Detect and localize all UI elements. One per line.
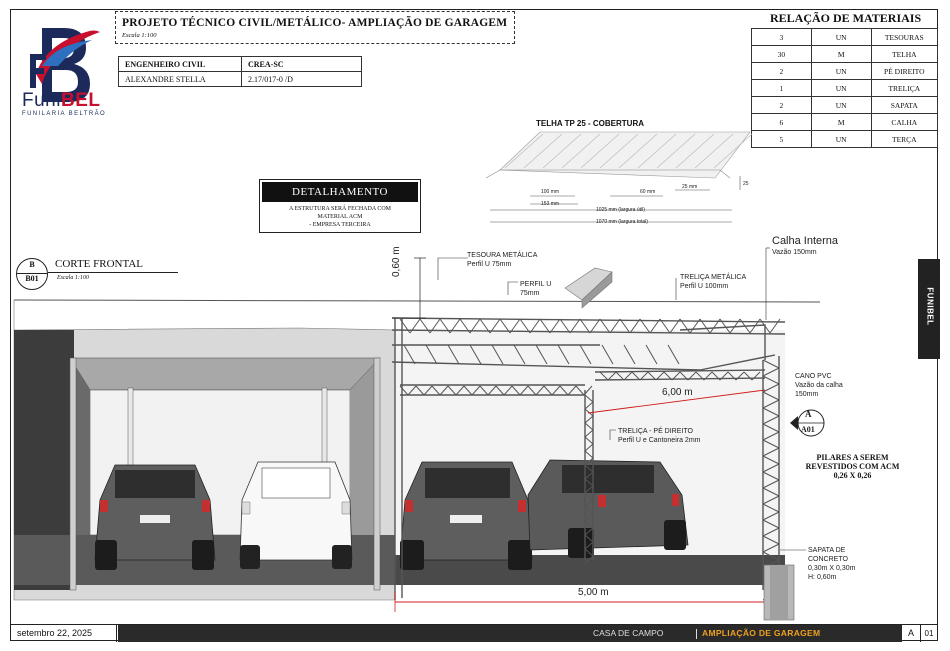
section-underline: [48, 272, 178, 273]
car-left: [94, 464, 216, 570]
pe-direito-label-2: Perfil U e Cantoneira 2mm: [618, 437, 701, 444]
title-scale: Escala 1:100: [122, 32, 157, 39]
footer-client: CASA DE CAMPO: [593, 628, 664, 638]
pe-direito-label-1: TRELIÇA - PÉ DIREITO: [618, 428, 693, 435]
materials-title: RELAÇÃO DE MATERIAIS: [770, 11, 922, 25]
car-middle: [399, 461, 533, 570]
trelica-label: TRELIÇA METÁLICA Perfil U 100mm: [680, 273, 746, 291]
section-divider: [17, 273, 47, 274]
tesoura-label-2: Perfil U 75mm: [467, 261, 512, 268]
cano-label-1: CANO PVC: [795, 373, 832, 380]
footer-separator: [696, 629, 697, 639]
perfil-u-illustration: [564, 267, 613, 309]
telha-dim-25: 25 mm: [682, 184, 698, 190]
sapata-label-2: CONCRETO: [808, 556, 848, 563]
title-block: PROJETO TÉCNICO CIVIL/METÁLICO- AMPLIAÇÃ…: [115, 11, 515, 44]
sapata-label-3: 0,30m X 0,30m: [808, 565, 856, 572]
leader-lines: [437, 247, 806, 551]
footer-dark-band: CASA DE CAMPO AMPLIAÇÃO DE GARAGEM: [118, 625, 902, 642]
pe-direito-label: TRELIÇA - PÉ DIREITO Perfil U e Cantonei…: [618, 427, 700, 445]
telha-dim-100: 100 mm: [541, 189, 560, 195]
telha-dim-25b: 25: [743, 181, 749, 187]
steel-truss: [391, 317, 786, 601]
calha-label: Calha Interna Vazão 150mm: [772, 235, 838, 257]
section-letter: B: [29, 260, 35, 269]
dim-height-label: 0,60 m: [391, 246, 402, 277]
project-title: PROJETO TÉCNICO CIVIL/METÁLICO- AMPLIAÇÃ…: [122, 17, 508, 29]
detail-text: A ESTRUTURA SERÁ FECHADA COM MATERIAL AC…: [264, 205, 416, 229]
sapata-label-1: SAPATA DE: [808, 547, 846, 554]
section-mark-a01: [790, 409, 825, 437]
side-tab: FUNIBEL: [918, 259, 940, 359]
pilares-line-3: 0,26 X 0,26: [833, 471, 872, 480]
logo-wordmark-part2: BEL: [60, 90, 101, 111]
tesoura-label: TESOURA METÁLICA Perfil U 75mm: [467, 251, 537, 269]
telha-dim-util: 1025 mm (largura útil): [596, 207, 645, 213]
pilares-line-2: REVESTIDOS COM ACM: [805, 462, 900, 471]
detail-line-1: A ESTRUTURA SERÁ FECHADA COM: [288, 206, 392, 212]
footer-page: 01: [924, 629, 934, 638]
footer-date: setembro 22, 2025: [10, 625, 117, 642]
section-scale: Escala 1:100: [57, 275, 89, 281]
dimension-lines: [392, 257, 781, 612]
footer-revision: A: [902, 625, 921, 642]
dim-width-label: 5,00 m: [578, 587, 609, 598]
pilares-line-1: PILARES A SEREM: [816, 453, 889, 462]
telha-dim-60: 60 mm: [640, 189, 656, 195]
crea-number: 2.17/017-0 /D: [241, 71, 362, 87]
sapata-label-4: H: 0,60m: [808, 574, 837, 581]
detail-box: DETALHAMENTO A ESTRUTURA SERÁ FECHADA CO…: [259, 179, 421, 233]
section-sheet: B01: [25, 274, 39, 283]
logo-subtitle: FUNILARIA BELTRÃO: [22, 111, 107, 117]
perfil-label-1: PERFIL U: [520, 281, 552, 288]
mark-a-letter: A: [805, 409, 812, 419]
funibel-logo-icon: [30, 28, 100, 102]
trelica-label-1: TRELIÇA METÁLICA: [680, 274, 747, 281]
calha-label-1: Calha Interna: [772, 235, 839, 247]
logo-wordmark-part1: Funi: [22, 90, 61, 111]
detail-title: DETALHAMENTO: [262, 182, 418, 202]
pilares-note: PILARES A SEREM REVESTIDOS COM ACM 0,26 …: [795, 453, 910, 480]
cano-label-2: Vazão da calha: [795, 382, 843, 389]
section-mark-b01: B B01: [16, 258, 48, 290]
cano-label-3: 150mm: [795, 391, 819, 398]
perfil-label: PERFIL U 75mm: [520, 280, 551, 298]
telha-dim-total: 1070 mm (largura total): [596, 219, 648, 225]
concrete-footing: [763, 564, 795, 621]
sapata-label: SAPATA DE CONCRETO 0,30m X 0,30m H: 0,60…: [808, 546, 855, 582]
detail-line-3: - EMPRESA TERCEIRA: [309, 222, 371, 228]
calha-label-2: Vazão 150mm: [772, 249, 817, 256]
telha-dim-153: 153 mm: [541, 201, 560, 207]
tesoura-label-1: TESOURA METÁLICA: [467, 252, 538, 259]
telha-title: TELHA TP 25 - COBERTURA: [536, 119, 645, 128]
footer-project: AMPLIAÇÃO DE GARAGEM: [702, 628, 821, 638]
engineer-table: ENGENHEIRO CIVIL CREA-SC ALEXANDRE STELL…: [118, 56, 362, 87]
cano-label: CANO PVC Vazão da calha 150mm: [795, 372, 843, 399]
car-white: [239, 461, 353, 569]
engineer-name: ALEXANDRE STELLA: [118, 71, 242, 87]
section-title: CORTE FRONTAL: [55, 258, 143, 270]
car-right: [527, 459, 689, 558]
dim-depth-label: 6,00 m: [662, 387, 693, 398]
telha-illustration: [485, 131, 753, 223]
perfil-label-2: 75mm: [520, 290, 540, 297]
logo-wordmark: FuniBEL: [22, 90, 100, 112]
side-tab-label: FUNIBEL: [925, 287, 935, 326]
trelica-label-2: Perfil U 100mm: [680, 283, 729, 290]
detail-line-2: MATERIAL ACM: [317, 214, 363, 220]
materials-cell-item: TERÇA: [870, 130, 939, 148]
mark-a-sheet: A01: [801, 425, 815, 434]
footer-bar: setembro 22, 2025 CASA DE CAMPO AMPLIAÇÃ…: [10, 624, 938, 642]
